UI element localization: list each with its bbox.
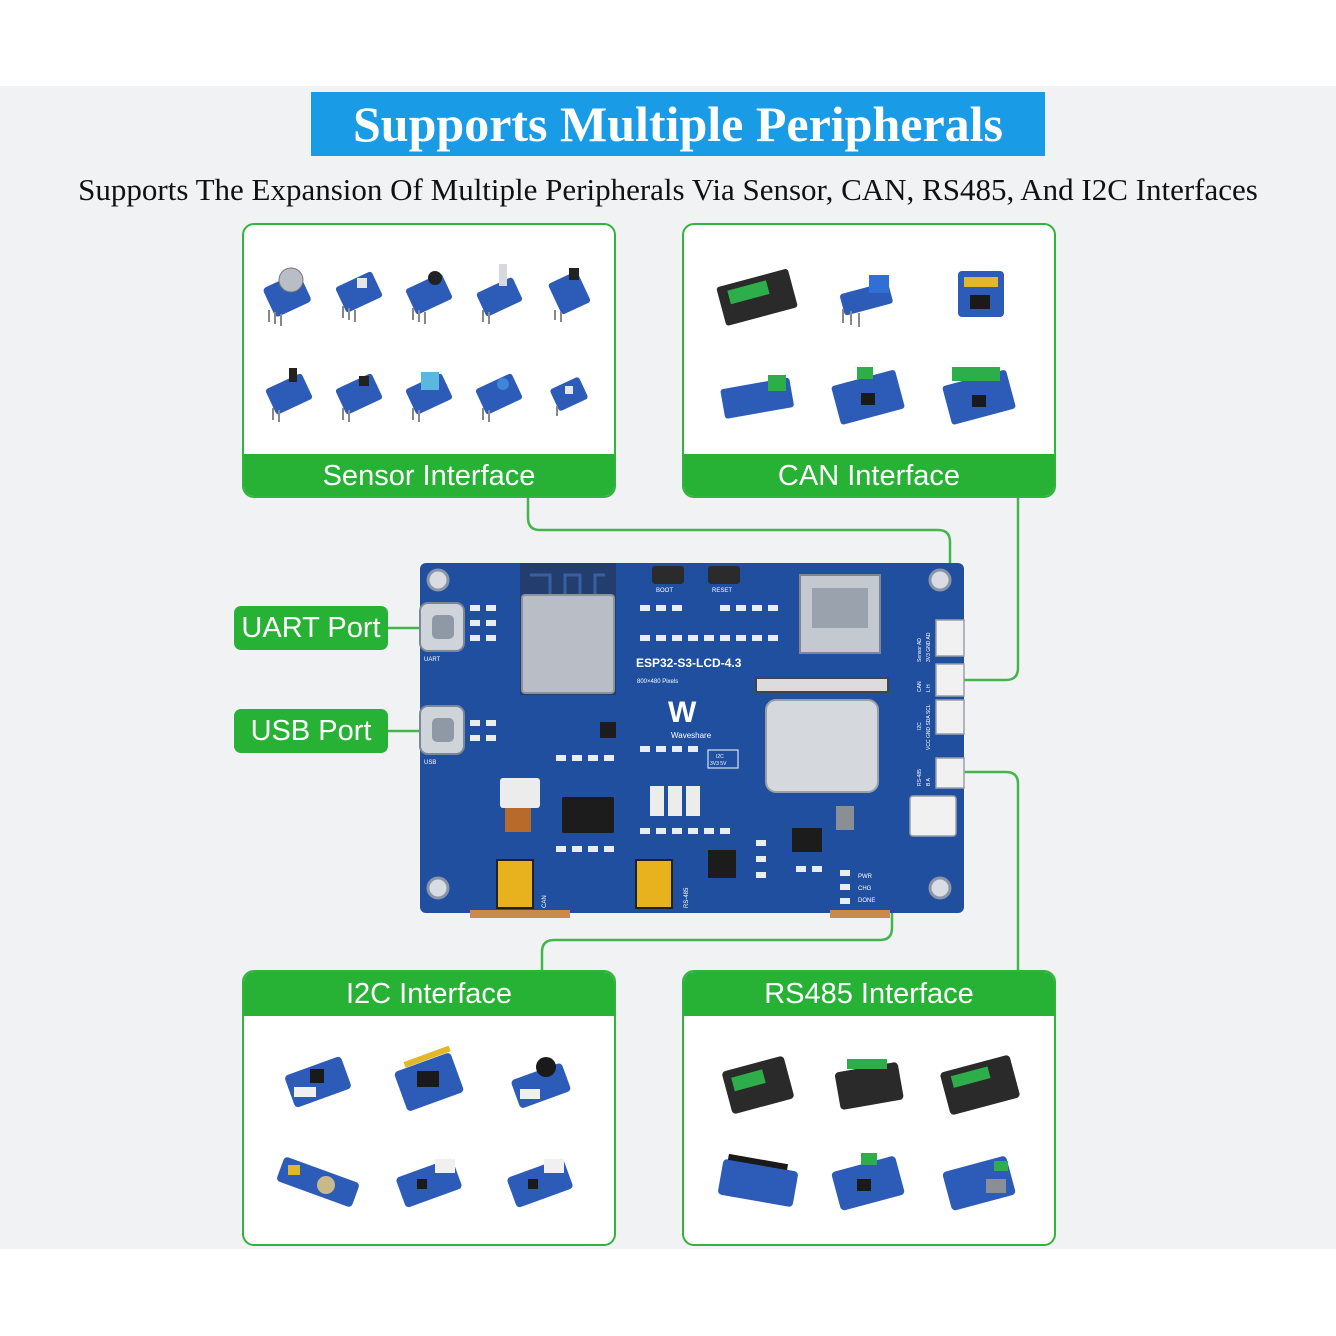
i2c-box-label: I2C — [716, 754, 724, 760]
sensor-interface-label: Sensor Interface — [244, 454, 614, 496]
boot-label: BOOT — [656, 588, 673, 594]
i2c-thermal-camera-module — [511, 1057, 571, 1108]
rs485-can-hat — [717, 1153, 798, 1207]
reset-label: RESET — [712, 588, 732, 594]
can-rs485-hat — [942, 367, 1016, 425]
hall-sensor-module — [475, 373, 523, 422]
fpc-ribbon-cable — [755, 677, 889, 793]
title-banner: Supports Multiple Peripherals — [311, 92, 1045, 156]
sensor-module-grid — [244, 243, 614, 443]
header-i2c-label: I2C — [917, 722, 923, 730]
tilt-sensor-module — [335, 373, 383, 422]
can-connector-line — [950, 498, 1020, 682]
header-sensor-pins: 3V3 GND AD — [926, 632, 932, 662]
header-sensor-label: Sensor AD — [917, 638, 923, 662]
waveshare-logo-mark: W — [668, 696, 697, 729]
smd-components — [470, 605, 850, 904]
rs485-serial-hat — [943, 1156, 1016, 1211]
i2c-expander-module — [394, 1045, 464, 1111]
can-expansion-board — [831, 367, 905, 425]
rs485-interface-panel: RS485 Interface — [682, 970, 1056, 1246]
gas-sensor-module — [263, 267, 311, 326]
header-can-label: CAN — [917, 681, 923, 692]
chg-led-label: CHG — [858, 886, 872, 892]
can-hat-module — [958, 271, 1005, 317]
page-subtitle: Supports The Expansion Of Multiple Perip… — [78, 172, 1258, 207]
rs485-relay-box — [940, 1055, 1020, 1115]
sensor-interface-panel: Sensor Interface — [242, 223, 616, 498]
board-model-text: ESP32-S3-LCD-4.3 — [636, 656, 742, 670]
rs485-silkscreen: RS-485 — [684, 887, 690, 908]
mounting-holes — [426, 568, 952, 900]
sensor-connector-line — [526, 498, 952, 634]
header-rs485-pins: B A — [926, 778, 932, 786]
pwr-led-label: PWR — [858, 874, 873, 880]
yellow-jumpers — [496, 859, 673, 909]
board-resolution-text: 800×480 Pixels — [637, 679, 678, 685]
can-interface-panel: CAN Interface — [682, 223, 1056, 498]
i2c-interface-label: I2C Interface — [244, 972, 614, 1016]
usb-port-text: USB Port — [250, 714, 372, 747]
rs485-module-grid — [684, 1032, 1054, 1228]
usb-silkscreen: USB — [424, 760, 436, 766]
flame-sensor-module — [265, 368, 313, 422]
i2c-rtc-module — [276, 1157, 359, 1207]
usb-port-label: USB Port — [234, 709, 388, 753]
can-interface-label: CAN Interface — [684, 454, 1054, 496]
board-buttons — [652, 566, 740, 584]
i2c-interface-panel: I2C Interface — [242, 970, 616, 1246]
header-i2c-pins: VCC GND SDA SCL — [926, 704, 932, 750]
rs485-connector-line — [950, 770, 1020, 970]
i2c-box-volt: 3V3 5V — [710, 761, 727, 767]
usb-usb-c-connector — [419, 705, 465, 755]
page-title: Supports Multiple Peripherals — [352, 96, 1004, 152]
bottom-copper-strip-2 — [830, 910, 890, 918]
i2c-sensor-module-2 — [396, 1158, 462, 1208]
light-sensor-module — [335, 271, 383, 322]
header-can-pins: L H — [926, 684, 932, 692]
ir-sensor-module — [548, 268, 591, 322]
uart-usb-c-connector — [419, 602, 465, 652]
rotary-sensor-module — [476, 264, 523, 324]
rs485-interface-label: RS485 Interface — [684, 972, 1054, 1016]
can-converter-box — [716, 269, 797, 326]
board-chips — [500, 722, 854, 878]
i2c-module-grid — [244, 1032, 614, 1228]
can-module-grid — [684, 243, 1054, 443]
esp32-module — [520, 563, 616, 695]
done-led-label: DONE — [858, 898, 875, 904]
uart-port-label: UART Port — [234, 606, 388, 650]
sound-sensor-module — [405, 271, 453, 324]
waveshare-brand-text: Waveshare — [671, 731, 712, 740]
can-pico-board — [720, 375, 794, 419]
touch-sensor-module — [550, 377, 588, 416]
i2c-sensor-module-1 — [284, 1056, 351, 1108]
can-transceiver-module — [840, 275, 893, 327]
sd-card-slot — [799, 574, 881, 654]
bottom-copper-strip — [470, 910, 570, 918]
usb-to-rs485-box — [721, 1056, 794, 1114]
uart-silkscreen: UART — [424, 657, 441, 663]
header-rs485-label: RS-485 — [917, 769, 923, 786]
right-headers — [909, 619, 965, 837]
rs485-expansion-board — [831, 1153, 905, 1211]
i2c-sensor-module-3 — [507, 1158, 573, 1208]
can-silkscreen: CAN — [542, 895, 548, 908]
rs485-ethernet-box — [834, 1059, 904, 1110]
uart-port-text: UART Port — [241, 611, 381, 644]
humidity-sensor-module — [405, 372, 453, 422]
